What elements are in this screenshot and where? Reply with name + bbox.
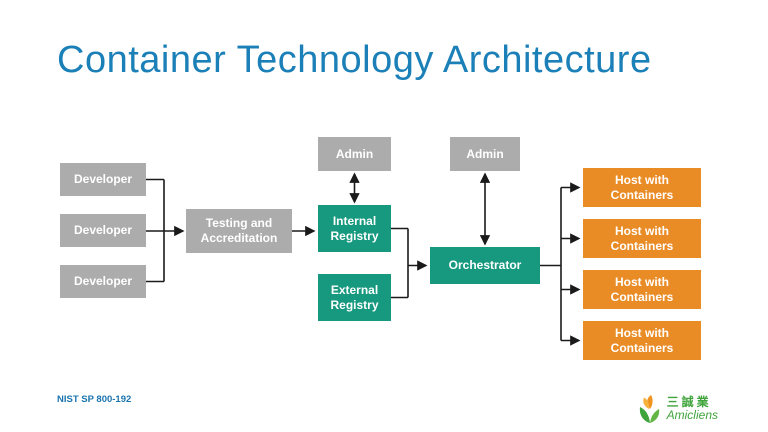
host-containers-box-3: Host with Containers [583,270,701,309]
host-containers-box-1: Host with Containers [583,168,701,207]
slide-title: Container Technology Architecture [57,39,652,81]
admin-registry-box: Admin [318,137,391,171]
flower-logo-icon [639,395,659,423]
admin-orchestrator-box: Admin [450,137,520,171]
developers-to-testing-connector [146,178,185,283]
logo-text: 三誠業 Amicliens [666,394,718,422]
logo-cjk-text: 三誠業 [666,394,712,409]
host-containers-box-2: Host with Containers [583,219,701,258]
logo-latin-text: Amicliens [666,408,718,422]
registries-to-orchestrator-connector [391,227,428,299]
orchestrator-to-hosts-connector [540,182,581,346]
internal-registry-box: Internal Registry [318,205,391,252]
reference-text: NIST SP 800-192 [57,394,132,405]
orchestrator-box: Orchestrator [430,247,540,284]
developer-box-3: Developer [60,265,146,298]
company-logo: 三誠業 Amicliens [637,394,718,424]
testing-accreditation-box: Testing and Accreditation [186,209,292,253]
developer-box-1: Developer [60,163,146,196]
host-containers-box-4: Host with Containers [583,321,701,360]
developer-box-2: Developer [60,214,146,247]
external-registry-box: External Registry [318,274,391,321]
